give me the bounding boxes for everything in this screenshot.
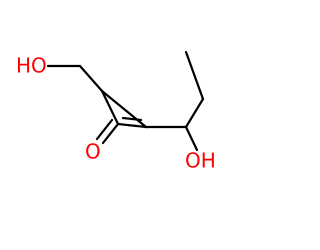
molecule-structure: HO O OH [16,50,216,173]
carbonyl-bond-2 [95,118,114,141]
hydroxyl-label-top: HO [16,54,47,78]
hydroxyl-label-right: OH [185,149,216,173]
ring-bond-top-left [100,89,120,126]
ring-bond-bottom-inner [121,116,143,122]
carbonyl-oxygen-label: O [85,140,101,164]
choh-to-ch2-bond [184,97,205,129]
ch2-bond [78,64,104,93]
structure-canvas: HO O OH [16,50,216,173]
carbonyl-bond-1 [101,122,120,145]
ring-bond-bottom [116,122,148,129]
ring-bond-top-right [100,89,148,129]
ch2-to-ch3-bond [184,50,205,101]
choh-to-oh-bond [184,125,199,152]
